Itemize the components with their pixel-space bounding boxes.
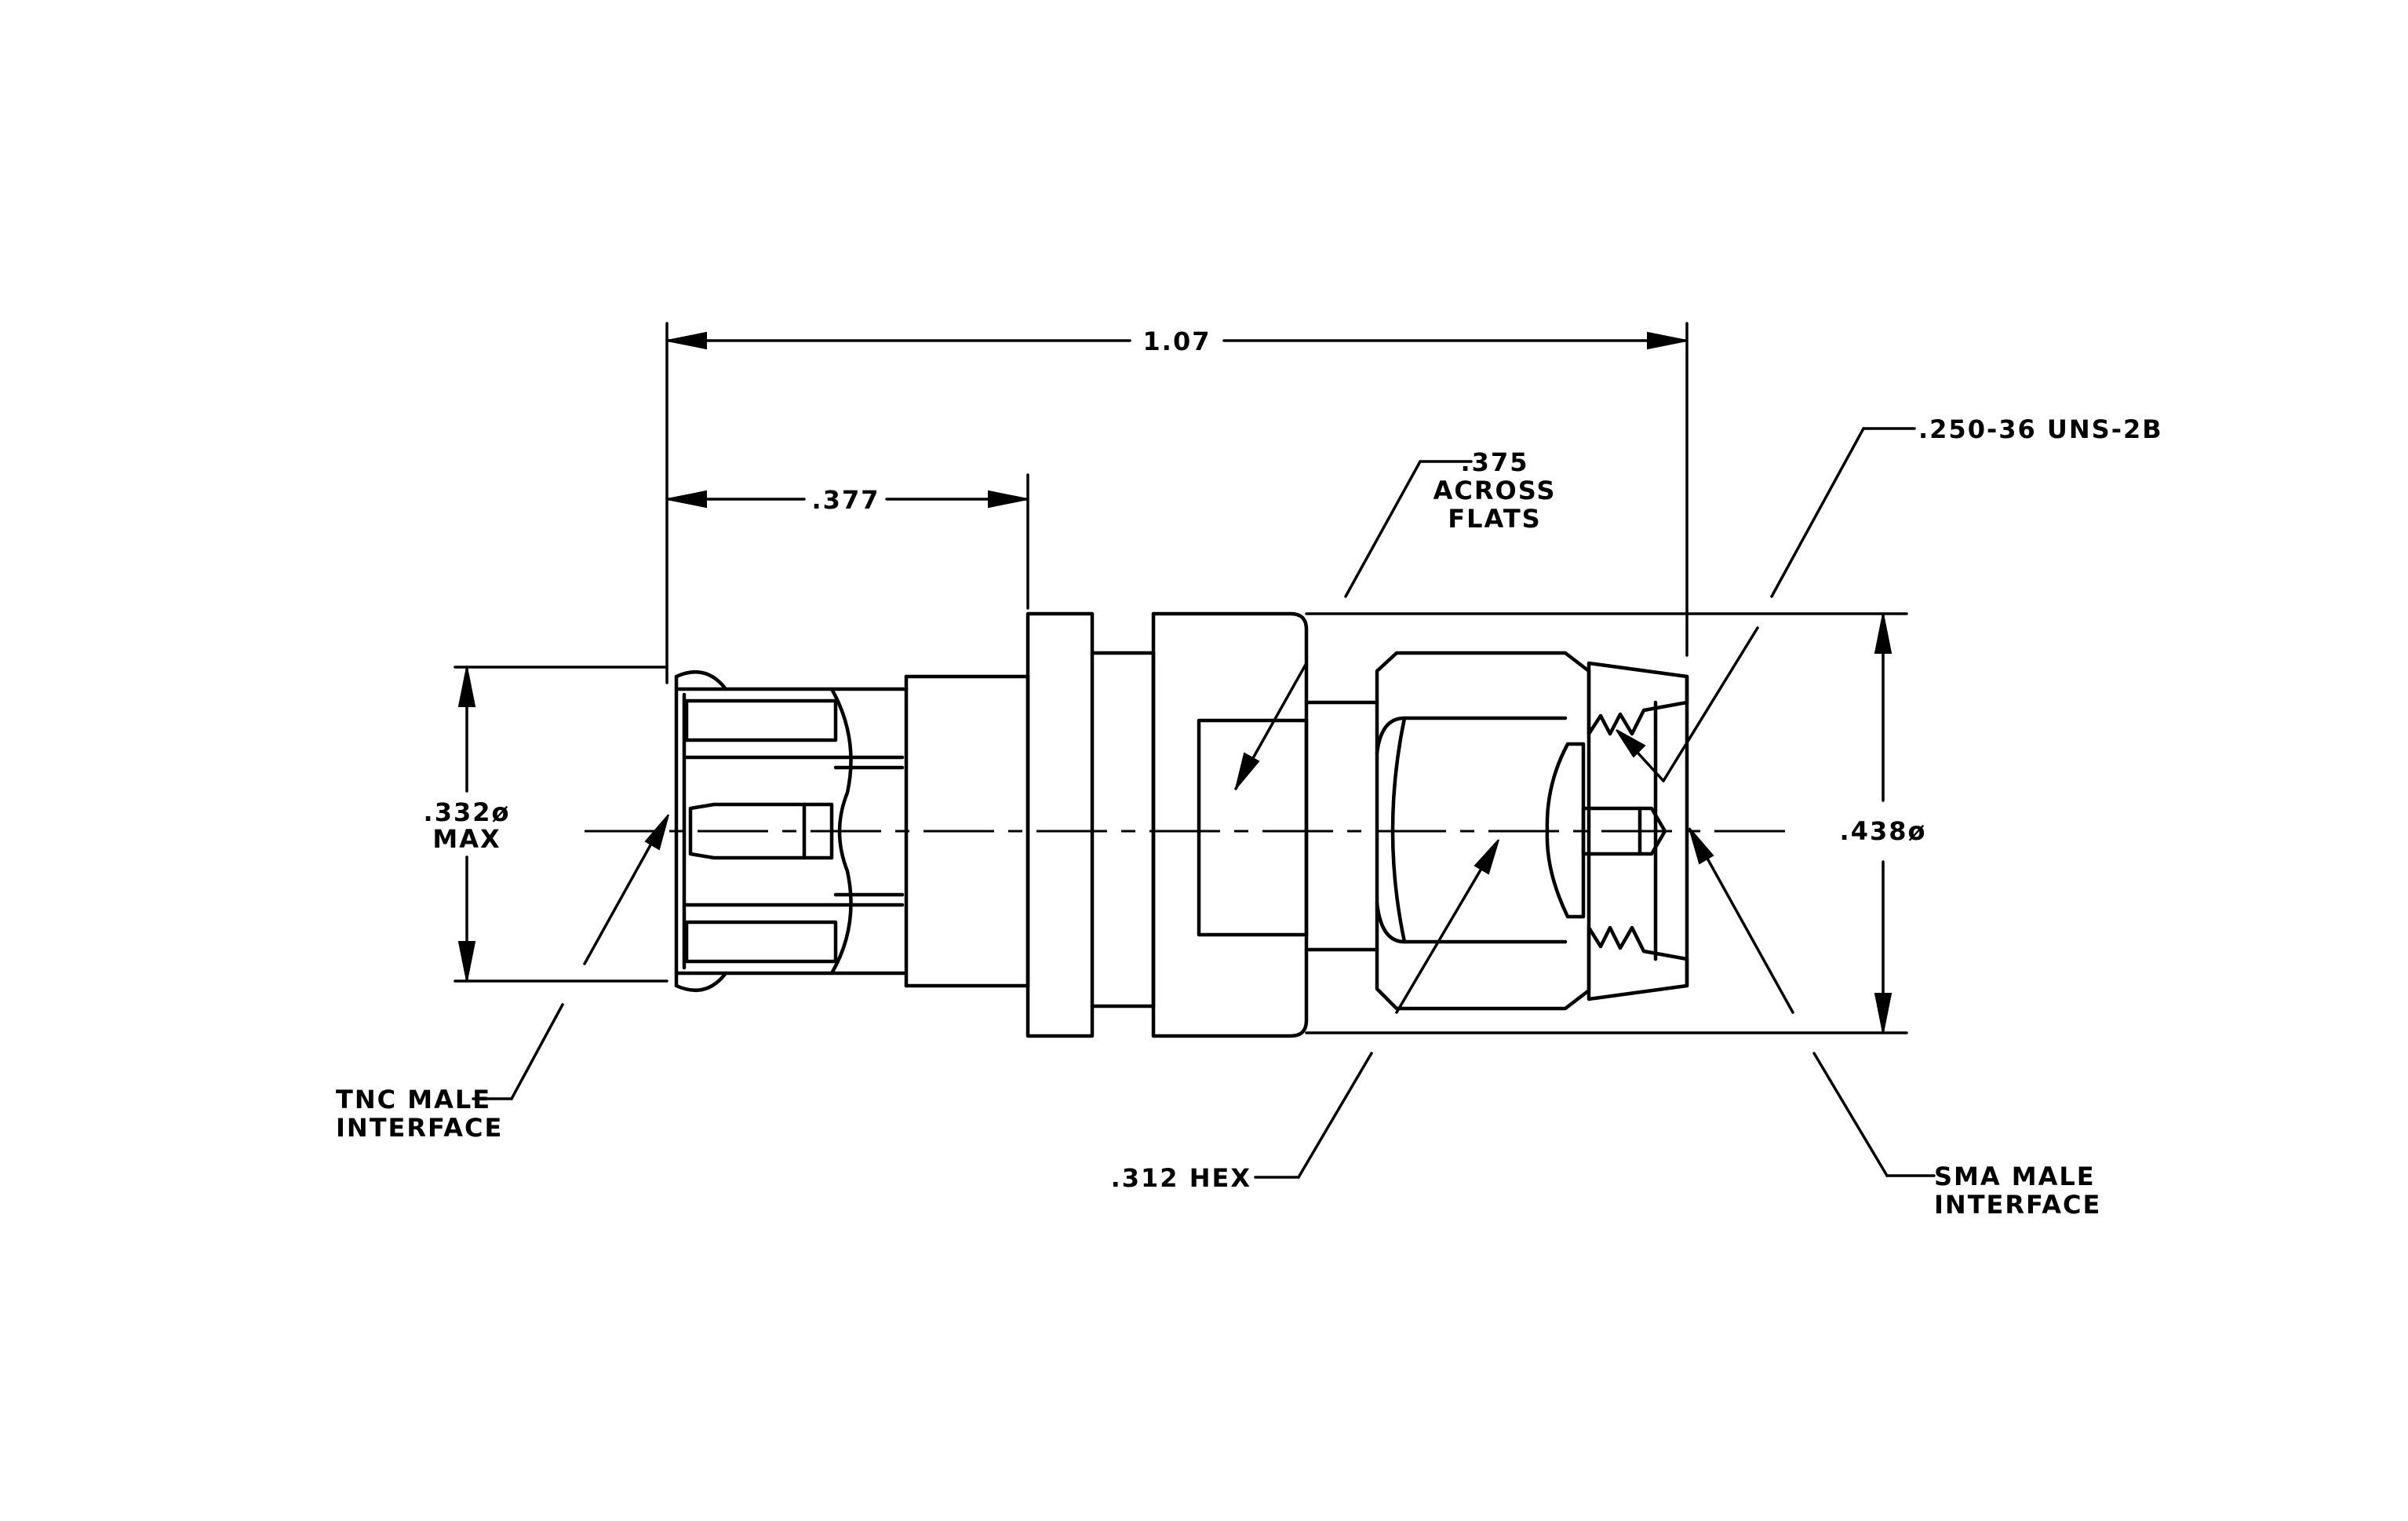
across-flats-value: .375 bbox=[1461, 447, 1529, 477]
thread-spec-callout: .250-36 UNS-2B bbox=[1616, 414, 2163, 782]
hex-callout: .312 HEX bbox=[1111, 839, 1499, 1193]
across-flats-line3: FLATS bbox=[1448, 504, 1541, 534]
sma-coupling-nut bbox=[1375, 651, 1689, 1011]
tnc-diameter-value: .332ø bbox=[424, 797, 511, 827]
tnc-diameter-qualifier: MAX bbox=[432, 824, 501, 854]
tnc-male-body bbox=[674, 669, 1030, 993]
dimension-tnc-diameter: .332ø MAX bbox=[424, 666, 511, 983]
sma-diameter-label: .438ø bbox=[1840, 816, 1927, 846]
tnc-interface-line2: INTERFACE bbox=[336, 1113, 503, 1143]
hex-body bbox=[1151, 611, 1379, 1038]
sma-interface-line1: SMA MALE bbox=[1934, 1162, 2096, 1191]
sma-interface-line2: INTERFACE bbox=[1934, 1190, 2101, 1220]
hex-size-label: .312 HEX bbox=[1111, 1163, 1251, 1193]
overall-length-label: 1.07 bbox=[1143, 326, 1211, 356]
thread-spec-label: .250-36 UNS-2B bbox=[1918, 414, 2163, 444]
across-flats-line2: ACROSS bbox=[1434, 476, 1557, 505]
tnc-interface-callout: TNC MALE INTERFACE bbox=[336, 814, 669, 1143]
dimension-sma-diameter: .438ø bbox=[1840, 612, 1927, 1034]
tnc-length-label: .377 bbox=[812, 485, 880, 515]
sma-interface-callout: SMA MALE INTERFACE bbox=[1689, 827, 2101, 1220]
tnc-interface-line1: TNC MALE bbox=[336, 1085, 491, 1114]
across-flats-callout: .375 ACROSS FLATS bbox=[1234, 447, 1557, 790]
center-flange bbox=[1025, 611, 1156, 1038]
dimension-tnc-length: .377 bbox=[665, 485, 1029, 515]
dimension-overall-length: 1.07 bbox=[665, 326, 1689, 356]
extension-lines bbox=[454, 322, 1908, 1034]
